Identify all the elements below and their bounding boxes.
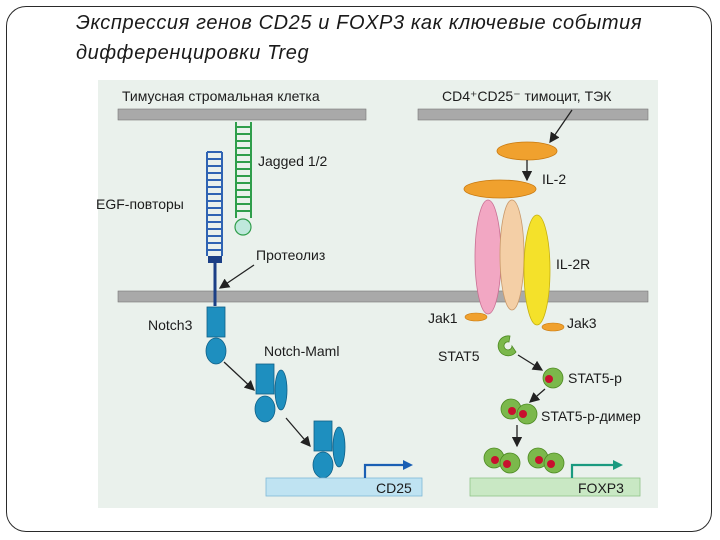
proteolysis-arrow [218, 264, 255, 289]
jagged-domain [234, 218, 252, 236]
cd25-gene [265, 477, 423, 497]
cd25-arrowhead [403, 460, 413, 470]
jagged-ligand [235, 122, 252, 218]
dna-dimer-b1-phospho [535, 456, 543, 464]
label-stat5p-dimer: STAT5-р-димер [541, 408, 641, 424]
stat5p [542, 367, 564, 389]
label-jak3: Jak3 [567, 315, 597, 331]
label-jagged: Jagged 1/2 [258, 153, 327, 169]
label-egf-repeats: EGF-повторы [96, 196, 184, 212]
foxp3-arrowhead [613, 460, 623, 470]
notch-maml-icd-1 [255, 363, 275, 395]
thymocyte-top-membrane [417, 108, 649, 121]
foxp3-transcription-arrow [570, 463, 615, 478]
label-stat5p: STAT5-p [568, 370, 622, 386]
label-foxp3: FOXP3 [578, 480, 624, 496]
label-jak1: Jak1 [428, 310, 458, 326]
notch-stalk-block [208, 256, 222, 263]
label-il2: IL-2 [542, 171, 566, 187]
arrow-notch-to-maml [223, 361, 255, 391]
title-line-2: дифференцировки Treg [76, 42, 310, 64]
label-proteolysis: Протеолиз [256, 247, 325, 263]
arrow-tek-to-il2 [549, 109, 573, 144]
dimer-phospho-2 [519, 410, 527, 418]
notch-maml-ram-1 [254, 395, 276, 423]
il2r-chain-peach [499, 199, 525, 311]
arrow-stat5-to-p [517, 354, 544, 371]
title-line-1: Экспрессия генов CD25 и FOXP3 как ключев… [76, 12, 643, 34]
dna-dimer-b2-phospho [547, 460, 555, 468]
notch3-ram [205, 337, 227, 365]
il2r-chain-pink [474, 199, 502, 315]
slide-title: Экспрессия генов CD25 и FOXP3 как ключев… [76, 8, 676, 68]
notch-maml-ram-2 [312, 451, 334, 479]
il2-free [496, 141, 558, 161]
maml-1 [274, 369, 288, 411]
arrow-p-to-dimer [529, 388, 546, 403]
il2-bound [463, 179, 537, 199]
stat5 [497, 335, 517, 357]
arrow-maml-to-dna [285, 417, 311, 447]
stat5p-phospho [545, 375, 553, 383]
label-stat5: STAT5 [438, 348, 480, 364]
jak3 [541, 322, 565, 332]
foxp3-gene [469, 477, 641, 497]
label-cd25: CD25 [376, 480, 412, 496]
jak1 [464, 312, 488, 322]
stromal-cell-membrane [117, 108, 367, 121]
label-il2r: IL-2R [556, 256, 590, 272]
label-thymic-stromal-cell: Тимусная стромальная клетка [122, 88, 320, 104]
notch-egf-repeats [206, 151, 223, 256]
dna-dimer-a2-phospho [503, 460, 511, 468]
notch-maml-icd-2 [313, 420, 333, 452]
label-notch-maml: Notch-Maml [264, 343, 339, 359]
notch3-icd [206, 306, 226, 338]
il2r-chain-yellow [523, 214, 551, 326]
label-thymocyte: CD4⁺CD25⁻ тимоцит, ТЭК [442, 88, 612, 104]
label-notch3: Notch3 [148, 317, 193, 333]
cd25-transcription-arrow [363, 463, 405, 478]
thymocyte-membrane [117, 290, 649, 303]
dimer-phospho-1 [508, 407, 516, 415]
maml-2 [332, 426, 346, 468]
dna-dimer-a1-phospho [491, 456, 499, 464]
